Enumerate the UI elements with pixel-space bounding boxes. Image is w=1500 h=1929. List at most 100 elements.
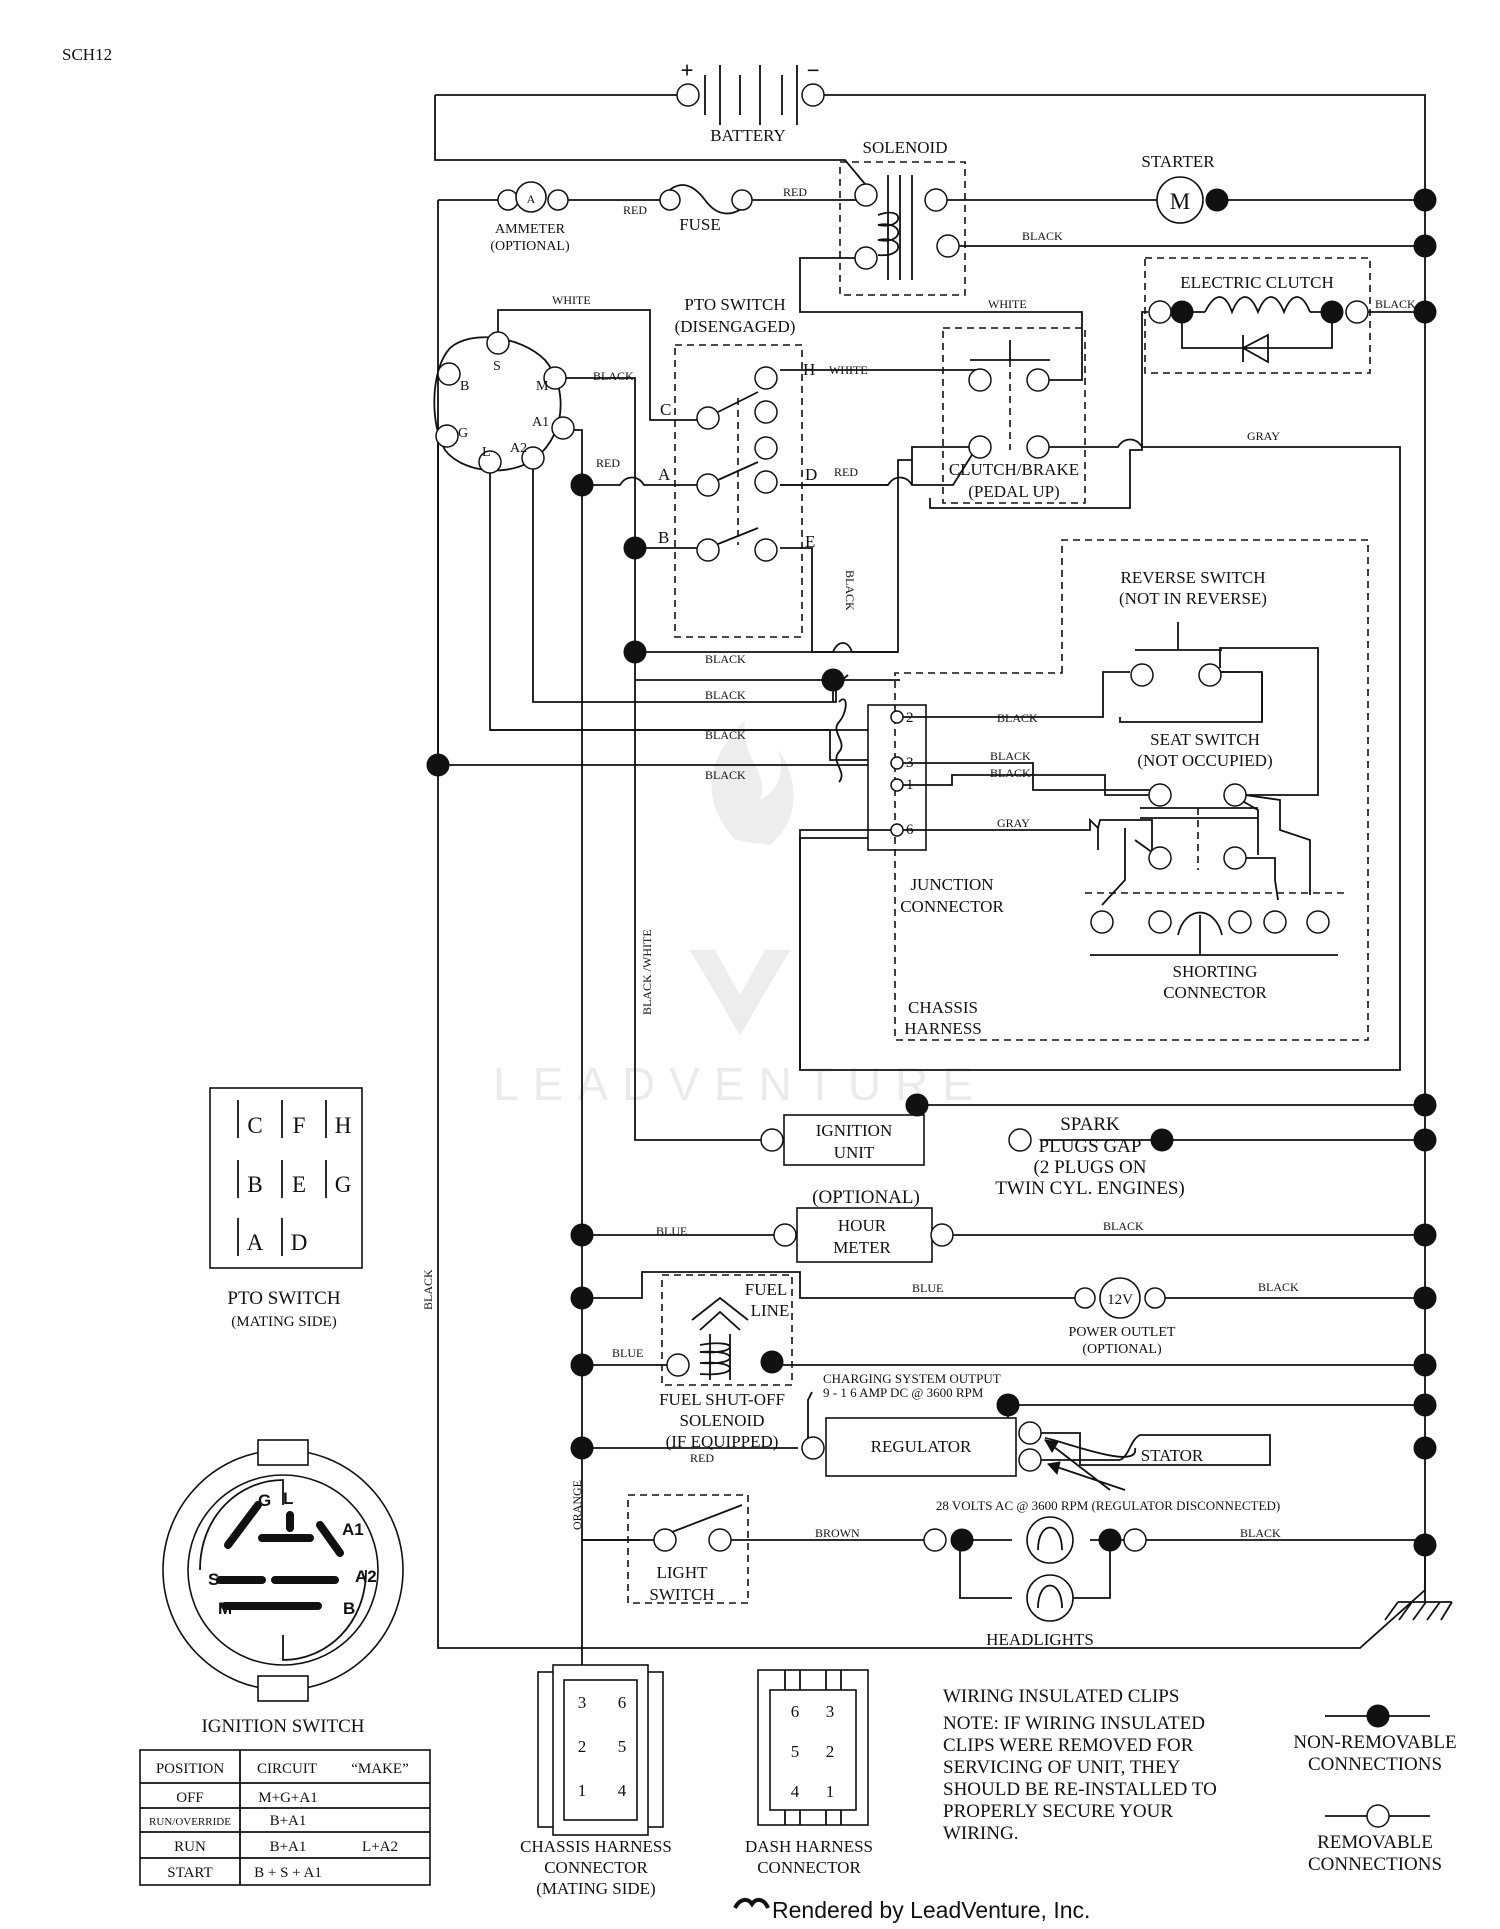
note-line: PROPERLY SECURE YOUR (943, 1801, 1173, 1822)
battery: + − BATTERY (676, 58, 825, 145)
battery-minus: − (806, 58, 819, 83)
pto-switch-enclosure (674, 344, 803, 638)
ign-table-cell: B+A1 (270, 1813, 307, 1829)
wire-label-red: RED (690, 1451, 714, 1465)
ammeter-symbol: A (527, 192, 536, 206)
ignition-unit-label-2: UNIT (834, 1143, 875, 1162)
wire-label-brown: BROWN (815, 1526, 860, 1540)
fuse-label: FUSE (679, 215, 721, 234)
pto-mating-title: PTO SWITCH (227, 1288, 340, 1309)
clutch-brake-enclosure (942, 327, 1086, 504)
regulator-label: REGULATOR (871, 1437, 972, 1456)
wires (434, 94, 1453, 1710)
note-line: WIRING. (943, 1823, 1018, 1844)
junction-connector-label-2: CONNECTOR (900, 897, 1004, 916)
dash-pin: 5 (791, 1742, 800, 1761)
shorting-connector: SHORTING CONNECTOR (1090, 910, 1338, 1002)
stator-note: 28 VOLTS AC @ 3600 RPM (REGULATOR DISCON… (936, 1498, 1280, 1513)
electric-clutch-label: ELECTRIC CLUTCH (1180, 273, 1333, 292)
legend-non-removable-2: CONNECTIONS (1308, 1754, 1442, 1775)
reverse-switch-label: REVERSE SWITCH (1121, 568, 1266, 587)
shorting-connector-label-2: CONNECTOR (1163, 983, 1267, 1002)
wire-label-white: WHITE (829, 363, 868, 377)
ign-face-a2: A2 (355, 1567, 377, 1586)
jc-pin-1: 1 (906, 777, 914, 793)
ign-term-g: G (458, 426, 468, 441)
charging-output-spec: 9 - 1 6 AMP DC @ 3600 RPM (823, 1385, 984, 1400)
note-line: SERVICING OF UNIT, THEY (943, 1757, 1181, 1778)
legend-removable: REMOVABLE (1317, 1832, 1433, 1853)
chassis-pin: 1 (578, 1781, 587, 1800)
stator-label: STATOR (1141, 1446, 1204, 1465)
spark-label: SPARK (1060, 1114, 1120, 1135)
light-switch-label: LIGHT (657, 1563, 709, 1582)
wire-label-red: RED (596, 456, 620, 470)
pto-switch-state: (DISENGAGED) (675, 317, 796, 336)
power-outlet-symbol: 12V (1107, 1292, 1133, 1308)
ign-term-b: B (460, 379, 469, 394)
fuse: FUSE (659, 189, 753, 234)
wire-label-red: RED (783, 185, 807, 199)
pto-term-b: B (658, 528, 669, 547)
wire-label-gray: GRAY (1247, 429, 1280, 443)
wire-label-black: BLACK (705, 728, 746, 742)
wire-label-black: BLACK (1103, 1219, 1144, 1233)
wire-label-black: BLACK (1258, 1280, 1299, 1294)
headlights: HEADLIGHTS (923, 1516, 1147, 1649)
ign-table-cell: B + S + A1 (254, 1865, 322, 1881)
fuel-solenoid-label-2: SOLENOID (680, 1411, 765, 1430)
ign-table-cell: M+G+A1 (258, 1790, 317, 1806)
ignition-switch-schematic: S M B A1 G L A2 (433, 331, 575, 474)
wire-label-black: BLACK (705, 768, 746, 782)
wire-label-red: RED (834, 465, 858, 479)
ign-table-cell: OFF (176, 1790, 204, 1806)
ign-term-s: S (493, 359, 501, 374)
pto-term-h: H (803, 360, 815, 379)
power-outlet-optional: (OPTIONAL) (1082, 1342, 1162, 1357)
power-outlet-label: POWER OUTLET (1069, 1325, 1176, 1340)
watermark-text: LEADVENTURE (493, 1058, 987, 1110)
hour-meter: (OPTIONAL) HOUR METER (773, 1187, 954, 1263)
regulator: CHARGING SYSTEM OUTPUT 9 - 1 6 AMP DC @ … (801, 1371, 1280, 1513)
wire-label-blue: BLUE (656, 1224, 687, 1238)
battery-label: BATTERY (710, 126, 786, 145)
note-line: CLIPS WERE REMOVED FOR (943, 1735, 1194, 1756)
headlights-label: HEADLIGHTS (986, 1630, 1094, 1649)
wire-label-black: BLACK (593, 369, 634, 383)
jc-pin-6: 6 (906, 822, 914, 838)
leadventure-logo-icon (733, 1897, 770, 1910)
starter-label: STARTER (1141, 152, 1215, 171)
ign-table-header-circuit: CIRCUIT (257, 1761, 317, 1777)
ign-term-a1: A1 (532, 415, 549, 430)
starter-motor-icon (1156, 176, 1204, 224)
dashed-enclosures (627, 161, 1371, 1604)
ign-face-g: G (258, 1491, 271, 1510)
chassis-connector-title: CHASSIS HARNESS (520, 1837, 672, 1856)
starter-symbol: M (1170, 189, 1190, 214)
charging-output-label: CHARGING SYSTEM OUTPUT (823, 1371, 1001, 1386)
hour-meter-label: HOUR (838, 1216, 887, 1235)
ignition-switch-face: G L A1 S A2 M B IGNITION SWITCH (162, 1439, 404, 1737)
power-outlet: 12V POWER OUTLET (OPTIONAL) (1069, 1277, 1176, 1357)
flame-logo-icon (711, 720, 794, 845)
electric-clutch: ELECTRIC CLUTCH (1148, 273, 1369, 324)
wire-label-black: BLACK (705, 652, 746, 666)
watermark: LEADVENTURE (493, 720, 987, 1110)
legend-removable-2: CONNECTIONS (1308, 1854, 1442, 1875)
note-line: NOTE: IF WIRING INSULATED (943, 1713, 1205, 1734)
legend: NON-REMOVABLE CONNECTIONS REMOVABLE CONN… (1293, 1704, 1457, 1875)
chassis-harness-enclosure (894, 539, 1369, 1041)
note-line: SHOULD BE RE-INSTALLED TO (943, 1779, 1217, 1800)
ign-face-b: B (343, 1599, 355, 1618)
jc-pin-3: 3 (906, 755, 914, 771)
ammeter-gauge-icon (515, 181, 547, 213)
wire-label-orange: ORANGE (570, 1480, 584, 1530)
pto-pin-f: F (293, 1113, 306, 1138)
solenoid-enclosure (839, 161, 966, 296)
chassis-pin: 6 (618, 1693, 627, 1712)
footer: Rendered by LeadVenture, Inc. (733, 1897, 1090, 1923)
ign-term-a2: A2 (510, 441, 527, 456)
ign-table-header-make: “MAKE” (351, 1761, 408, 1777)
fuel-solenoid-label: FUEL SHUT-OFF (659, 1390, 785, 1409)
wire-label-black: BLACK (1240, 1526, 1281, 1540)
